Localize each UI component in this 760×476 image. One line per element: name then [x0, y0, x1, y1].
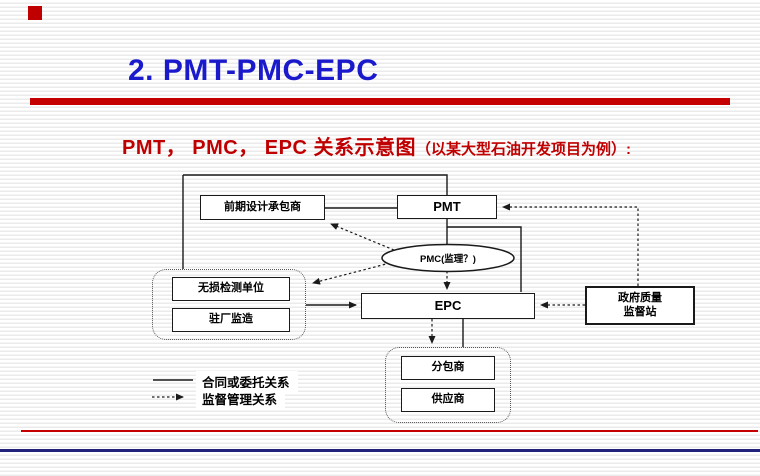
bottom-red-rule — [21, 430, 758, 432]
diagram-caption: PMT， PMC， EPC 关系示意图（以某大型石油开发项目为例）: — [122, 131, 631, 160]
diagram-caption-main: PMT， PMC， EPC 关系示意图 — [122, 137, 416, 159]
gov-quality-line2: 监督站 — [623, 305, 657, 318]
node-supplier: 供应商 — [401, 388, 495, 412]
diagram-caption-paren: （以某大型石油开发项目为例）: — [415, 141, 631, 158]
title-underline — [30, 98, 730, 105]
dotted-supervision-lines — [152, 203, 639, 401]
bottom-group-container — [385, 347, 511, 423]
solid-contract-lines — [153, 174, 522, 381]
gov-quality-line1: 政府质量 — [618, 292, 662, 305]
corner-accent-square — [28, 6, 42, 20]
legend-solid-label: 合同或委托关系 — [196, 371, 298, 392]
node-pmt: PMT — [397, 195, 497, 219]
node-design-contractor: 前期设计承包商 — [200, 195, 325, 220]
legend-dotted-label: 监督管理关系 — [196, 388, 286, 409]
node-ndt-unit: 无损检测单位 — [172, 277, 290, 301]
bottom-navy-rule — [0, 449, 760, 452]
node-epc: EPC — [361, 293, 535, 319]
node-resident-supervision: 驻厂监造 — [172, 308, 290, 332]
left-group-container — [152, 269, 306, 340]
node-gov-quality-station: 政府质量 监督站 — [585, 286, 695, 325]
pmc-ellipse — [381, 243, 515, 273]
node-subcontractor: 分包商 — [401, 356, 495, 380]
node-pmc-label: PMC(监理？) — [420, 254, 476, 265]
page-title: 2. PMT-PMC-EPC — [128, 54, 379, 87]
